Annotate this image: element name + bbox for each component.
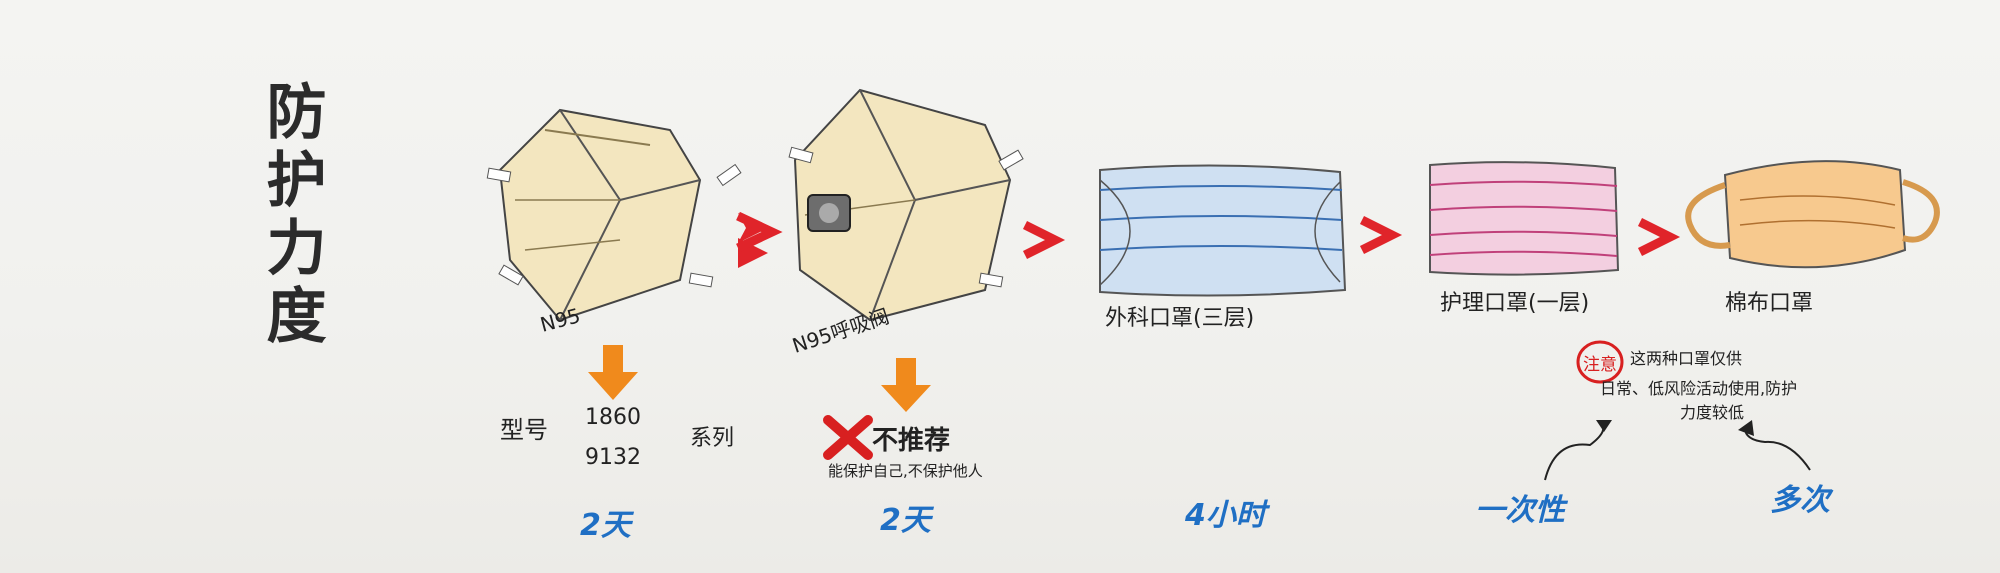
- notice-line-3: 力度较低: [1680, 403, 1745, 422]
- valve-detail-text: 能保护自己,不保护他人: [828, 462, 983, 480]
- surgical-mask-icon: [1099, 164, 1347, 297]
- not-recommended-text: 不推荐: [872, 426, 951, 456]
- nursing-mask-icon: [1429, 161, 1620, 276]
- model-prefix: 型号: [500, 416, 548, 444]
- notice-line-2: 日常、低风险活动使用,防护: [1600, 379, 1798, 398]
- duration-n95-valve: 2天: [880, 503, 931, 538]
- model-suffix: 系列: [690, 426, 735, 451]
- n95-valve-mask-icon: [788, 88, 1024, 322]
- circle-icon: [1576, 340, 1624, 384]
- arrow-right-icon: [1637, 217, 1681, 257]
- model-9132: 9132: [585, 445, 641, 470]
- cotton-mask-icon: [1685, 160, 1940, 269]
- curved-arrow-icon: [1738, 420, 1811, 471]
- mask-label-nursing: 护理口罩(一层): [1440, 291, 1590, 316]
- arrow-right-icon: [1022, 220, 1066, 260]
- notice-badge: 注意: [1583, 355, 1617, 375]
- model-1860: 1860: [585, 405, 641, 430]
- arrow-right-icon: [1359, 215, 1403, 255]
- page-title: 防护力度: [256, 80, 326, 352]
- mask-label-cotton: 棉布口罩: [1725, 291, 1814, 316]
- duration-nursing: 一次性: [1475, 493, 1565, 528]
- duration-cotton: 多次: [1770, 483, 1830, 518]
- duration-surgical: 4小时: [1185, 498, 1266, 533]
- arrow-down-icon: [881, 358, 931, 412]
- mask-label-surgical: 外科口罩(三层): [1105, 306, 1255, 331]
- duration-n95: 2天: [580, 508, 631, 543]
- n95-mask-icon: [486, 108, 742, 322]
- notice-line-1: 这两种口罩仅供: [1630, 349, 1743, 368]
- curved-arrow-icon: [1544, 420, 1612, 481]
- arrow-down-icon: [588, 345, 638, 400]
- cross-icon: [823, 415, 873, 460]
- arrow-right-icon: [736, 211, 783, 268]
